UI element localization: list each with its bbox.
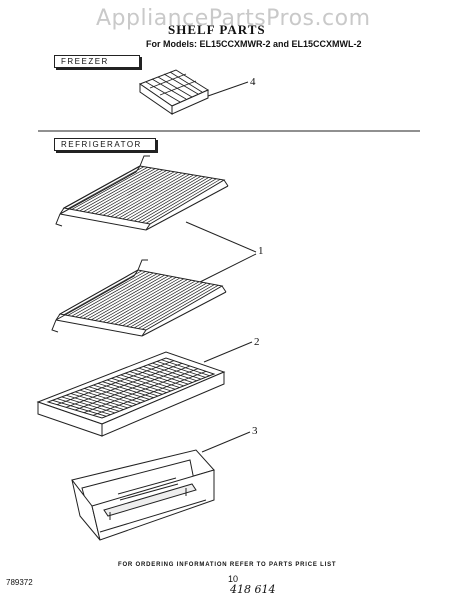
- leader-line-4: [207, 81, 249, 97]
- leader-line-2: [203, 341, 253, 363]
- crisper-drawer-part-3: [71, 449, 215, 541]
- leader-line-3: [201, 431, 251, 453]
- shelf-rod: [134, 369, 184, 387]
- shelf-rod: [106, 278, 184, 324]
- shelf-rod: [156, 361, 206, 378]
- shelf-rod: [79, 389, 133, 407]
- shelf-rod: [87, 169, 164, 213]
- shelf-rod: [102, 172, 179, 216]
- shelf-rod: [84, 388, 137, 405]
- shelf-rod: [75, 167, 152, 211]
- shelf-rod: [106, 379, 159, 397]
- page-title: SHELF PARTS: [168, 22, 266, 37]
- shelf-rod: [93, 384, 146, 402]
- shelf-rod: [130, 282, 207, 328]
- wire-shelf-lower-rods: [63, 270, 219, 330]
- ordering-note: FOR ORDERING INFORMATION REFER TO PARTS …: [118, 562, 337, 568]
- shelf-rod: [138, 367, 189, 385]
- shelf-rod: [145, 179, 221, 224]
- shelf-rod: [83, 274, 162, 319]
- wire-shelf-upper-part-1: [55, 155, 229, 231]
- shelf-rod: [142, 178, 217, 223]
- shelf-rod: [99, 171, 175, 215]
- shelf-rod: [61, 396, 116, 414]
- shelf-rod: [75, 272, 154, 318]
- ice-tray-part-4: [138, 69, 210, 115]
- grille-shelf-slats: [52, 359, 210, 417]
- shelf-rod: [122, 281, 200, 326]
- model-numbers: For Models: EL15CCXMWR-2 and EL15CCXMWL-…: [146, 39, 362, 49]
- shelf-rod: [114, 173, 190, 218]
- shelf-rod: [161, 359, 210, 377]
- shelf-rod: [111, 377, 163, 395]
- shelf-rod: [95, 276, 173, 321]
- shelf-rod: [88, 386, 141, 404]
- shelf-rod: [75, 391, 128, 409]
- callout-4: 4: [250, 76, 256, 88]
- handwritten-note: 418 614: [230, 583, 276, 596]
- callout-2: 2: [254, 336, 260, 348]
- shelf-rod: [114, 279, 192, 325]
- shelf-rod: [118, 280, 196, 326]
- shelf-rod: [122, 175, 198, 220]
- shelf-rod: [152, 362, 202, 380]
- shelf-rod: [106, 172, 183, 217]
- shelf-rod: [118, 174, 194, 219]
- shelf-rod: [134, 283, 211, 329]
- shelf-rod: [67, 166, 144, 210]
- shelf-rod: [95, 170, 171, 215]
- figure-number: 789372: [6, 578, 33, 587]
- shelf-rod: [67, 271, 146, 316]
- shelf-rod: [56, 398, 111, 415]
- shelf-rod: [130, 176, 206, 221]
- shelf-rod: [66, 394, 120, 412]
- wire-shelf-upper-rods: [67, 166, 221, 224]
- shelf-rod: [110, 279, 188, 324]
- shelf-rod: [120, 374, 172, 392]
- section-label-freezer: FREEZER: [54, 55, 140, 68]
- shelf-rod: [102, 381, 154, 399]
- shelf-rod: [91, 275, 169, 321]
- shelf-rod: [147, 364, 197, 382]
- leader-line-1a: [185, 221, 257, 253]
- shelf-rod: [98, 276, 177, 322]
- shelf-rod: [87, 274, 165, 320]
- shelf-rod: [138, 284, 215, 329]
- page-number: 10: [228, 574, 239, 584]
- shelf-rod: [52, 399, 107, 417]
- section-label-refrigerator: REFRIGERATOR: [54, 138, 156, 151]
- shelf-rod: [143, 366, 193, 383]
- watermark: AppliancePartsPros.com: [96, 6, 371, 31]
- shelf-rod: [110, 173, 186, 218]
- callout-1: 1: [258, 245, 264, 257]
- shelf-rod: [115, 376, 167, 393]
- shelf-rod: [125, 372, 176, 390]
- shelf-rod: [97, 383, 150, 400]
- shelf-rod: [63, 270, 142, 316]
- shelf-rod: [79, 273, 158, 318]
- shelf-rod: [134, 177, 209, 222]
- shelf-rod: [129, 371, 180, 388]
- shelf-rod: [126, 175, 202, 220]
- shelf-rod: [141, 284, 219, 330]
- shelf-rod: [70, 393, 124, 410]
- shelf-rod: [71, 271, 150, 317]
- leader-line-1b: [199, 253, 257, 283]
- shelf-rod: [91, 170, 167, 214]
- shelf-rod: [102, 277, 181, 323]
- callout-3: 3: [252, 425, 258, 437]
- shelf-rod: [79, 168, 156, 212]
- wire-shelf-lower-part-1: [51, 259, 227, 337]
- shelf-rod: [126, 282, 204, 327]
- shelf-rod: [138, 177, 213, 223]
- shelf-rod: [71, 166, 148, 210]
- shelf-rod: [83, 168, 160, 212]
